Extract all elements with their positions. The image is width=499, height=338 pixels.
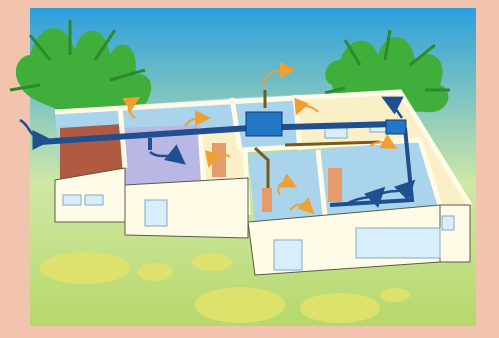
window [63, 195, 81, 205]
ventilation-unit-icon [246, 112, 282, 136]
window [85, 195, 103, 205]
window [274, 240, 302, 270]
window [325, 128, 347, 138]
window [442, 216, 454, 230]
ventilation-unit-icon [386, 120, 406, 134]
window [145, 200, 167, 226]
door-hall [212, 143, 226, 177]
door-front-right [328, 168, 342, 202]
room-front-blue [248, 150, 325, 222]
door-front-left [262, 188, 272, 212]
window [356, 228, 440, 258]
